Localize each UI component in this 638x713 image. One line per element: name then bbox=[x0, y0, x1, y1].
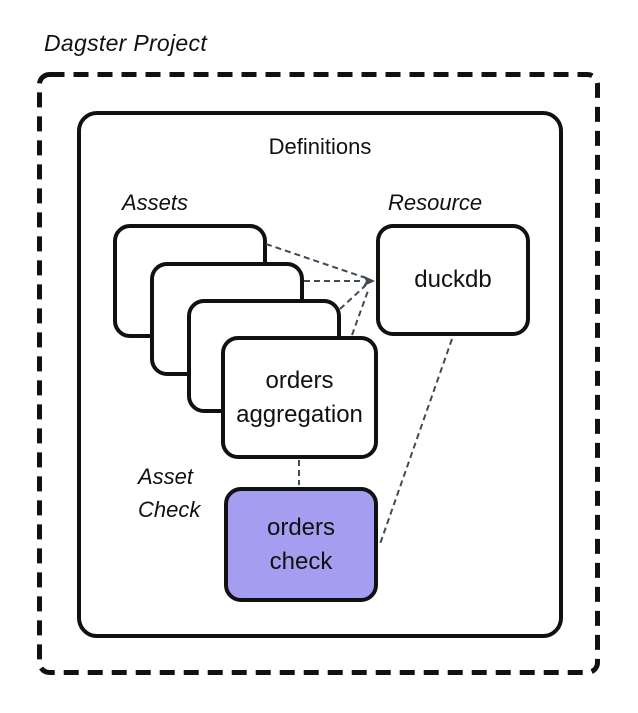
duckdb-label: duckdb bbox=[414, 266, 492, 293]
orders-check-label-line1: orders bbox=[266, 513, 336, 541]
definitions-label: Definitions bbox=[268, 134, 372, 159]
asset-check-label-line1: Asset bbox=[138, 464, 194, 489]
node-duckdb: duckdb bbox=[376, 224, 530, 336]
assets-label: Assets bbox=[122, 190, 189, 215]
orders-check-label-line2: check bbox=[269, 547, 333, 575]
node-orders-check: orders check bbox=[224, 487, 378, 602]
resource-label: Resource bbox=[388, 190, 483, 215]
node-orders-aggregation: orders aggregation bbox=[221, 336, 378, 459]
diagram-title: Dagster Project bbox=[44, 30, 208, 56]
orders-aggregation-label-line2: aggregation bbox=[236, 400, 363, 428]
asset-check-label: Asset Check bbox=[138, 460, 200, 526]
asset-check-label-line2: Check bbox=[138, 497, 201, 522]
orders-aggregation-label-line1: orders bbox=[265, 366, 334, 394]
